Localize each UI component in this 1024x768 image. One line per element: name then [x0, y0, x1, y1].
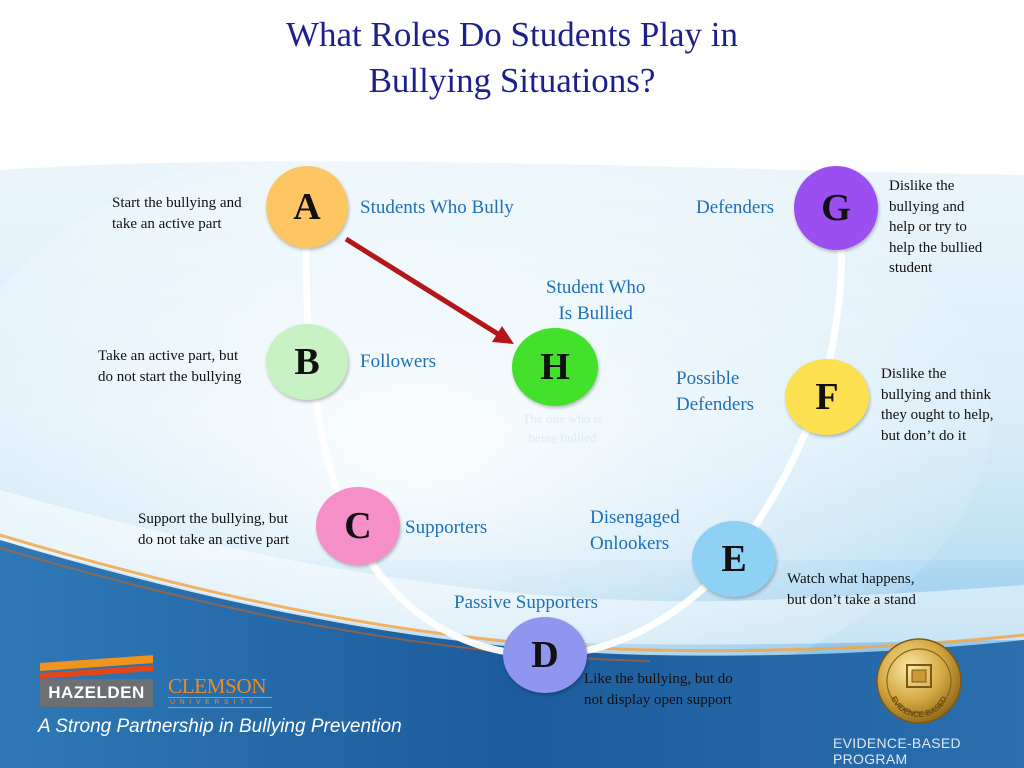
node-f-letter: F — [815, 376, 839, 418]
node-d: D — [503, 617, 587, 693]
desc-a: Start the bullying and take an active pa… — [112, 193, 242, 234]
node-f: F — [785, 359, 869, 435]
desc-d: Like the bullying, but do not display op… — [584, 669, 733, 710]
node-a: A — [266, 166, 348, 248]
desc-b: Take an active part, but do not start th… — [98, 346, 241, 387]
desc-g-line: Dislike the — [889, 178, 955, 194]
desc-f: Dislike the bullying and think they ough… — [881, 364, 994, 446]
role-label-h-line: Student Who — [546, 277, 646, 298]
node-a-letter: A — [293, 186, 321, 228]
role-label-e-line: Disengaged — [590, 507, 680, 528]
slide-title: What Roles Do Students Play in Bullying … — [162, 12, 862, 104]
hazelden-logo: HAZELDEN — [40, 655, 158, 707]
desc-g: Dislike the bullying and help or try to … — [889, 176, 982, 279]
evidence-based-program-label: EVIDENCE-BASED PROGRAM — [833, 735, 961, 767]
node-d-letter: D — [531, 634, 559, 676]
title-line-1: What Roles Do Students Play in — [285, 15, 739, 54]
desc-d-line: not display open support — [584, 691, 732, 708]
node-g-letter: G — [821, 187, 851, 229]
role-label-f-line: Defenders — [676, 394, 755, 415]
role-label-e: Disengaged Onlookers — [590, 505, 680, 557]
desc-g-line: bullying and — [889, 198, 965, 215]
clemson-logo-name: CLEMSON — [168, 674, 267, 698]
role-label-b: Followers — [360, 351, 436, 372]
clemson-logo: CLEMSON UNIVERSITY — [168, 676, 272, 708]
desc-g-line: help or try to — [889, 219, 967, 235]
role-label-f: Possible Defenders — [676, 366, 754, 418]
node-e-letter: E — [721, 538, 747, 580]
role-label-h: Student Who Is Bullied — [546, 275, 645, 327]
desc-e-line: Watch what happens, — [787, 571, 915, 587]
desc-f-line: Dislike the — [881, 366, 947, 382]
desc-g-line: help the bullied — [889, 239, 983, 256]
node-c-letter: C — [344, 505, 372, 547]
desc-a-line: Start the bullying and — [112, 195, 242, 211]
title-line-2: Bullying Situations? — [368, 61, 656, 100]
role-label-h-line: Is Bullied — [558, 303, 633, 324]
role-label-f-line: Possible — [676, 368, 740, 389]
evidence-based-seal-icon: EVIDENCE-BASED — [876, 638, 962, 724]
desc-c-line: do not take an active part — [138, 531, 290, 548]
desc-c: Support the bullying, but do not take an… — [138, 509, 289, 550]
role-label-c: Supporters — [405, 517, 488, 538]
partnership-tagline: A Strong Partnership in Bullying Prevent… — [38, 716, 402, 737]
desc-h: The one who is being bullied — [505, 409, 620, 447]
desc-d-line: Like the bullying, but do — [584, 671, 733, 687]
desc-b-line: do not start the bullying — [98, 368, 242, 385]
node-h-letter: H — [540, 346, 570, 388]
desc-g-line: student — [889, 260, 933, 276]
node-b-letter: B — [294, 341, 320, 383]
hazelden-logo-text: HAZELDEN — [40, 679, 153, 707]
node-h: H — [512, 328, 598, 406]
desc-f-line: bullying and think — [881, 386, 991, 403]
desc-c-line: Support the bullying, but — [138, 511, 288, 527]
desc-h-line: being bullied — [528, 430, 597, 445]
node-b: B — [266, 324, 348, 400]
desc-a-line: take an active part — [112, 215, 222, 232]
desc-f-line: they ought to help, — [881, 407, 994, 423]
role-label-d: Passive Supporters — [454, 592, 599, 613]
role-label-e-line: Onlookers — [590, 533, 670, 554]
role-label-g: Defenders — [696, 197, 775, 218]
desc-h-line: The one who is — [522, 411, 603, 426]
role-label-a: Students Who Bully — [360, 197, 514, 218]
node-g: G — [794, 166, 878, 250]
desc-f-line: but don’t do it — [881, 427, 967, 444]
desc-e: Watch what happens, but don’t take a sta… — [787, 569, 916, 610]
desc-b-line: Take an active part, but — [98, 348, 239, 364]
desc-e-line: but don’t take a stand — [787, 591, 916, 608]
clemson-logo-subtitle: UNIVERSITY — [168, 697, 272, 708]
node-e: E — [692, 521, 776, 597]
node-c: C — [316, 487, 400, 565]
